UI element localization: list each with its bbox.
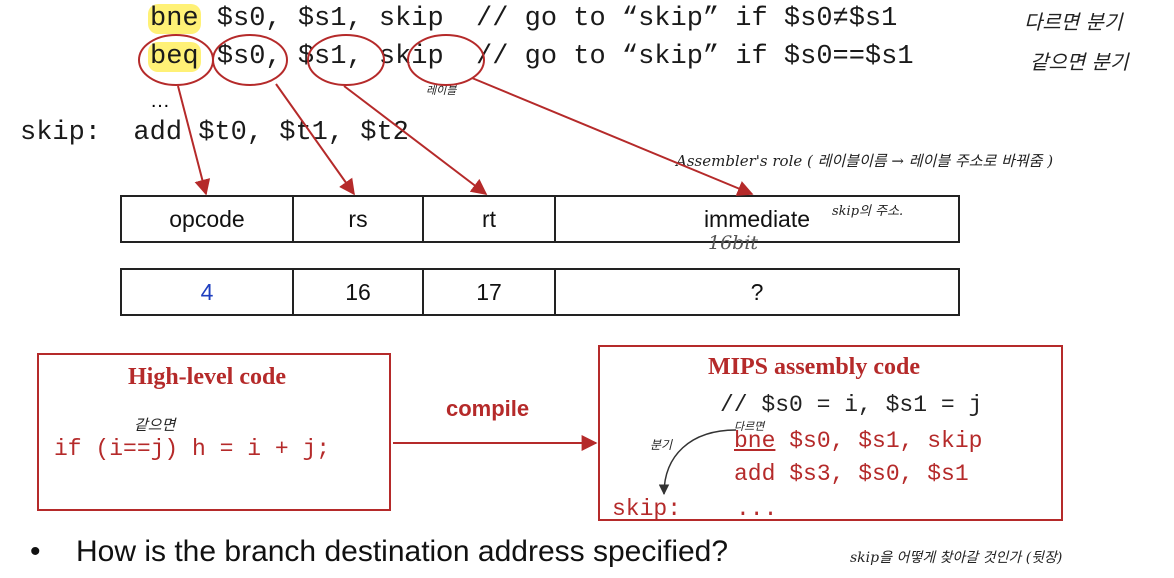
beq-opcode: beq bbox=[148, 42, 201, 72]
value-opcode: 4 bbox=[122, 270, 294, 314]
beq-arg-rs: $s0 bbox=[216, 42, 266, 72]
field-rs: rs bbox=[294, 197, 424, 241]
bne-opcode: bne bbox=[148, 4, 201, 34]
high-level-handwritten-note: 같으면 bbox=[134, 416, 176, 434]
mips-bne-args: $s0, $s1, skip bbox=[775, 428, 983, 454]
high-level-title: High-level code bbox=[128, 364, 286, 390]
add-arg-1: $t0, bbox=[198, 118, 264, 148]
add-opcode: add bbox=[133, 118, 183, 148]
mips-dots: ... bbox=[736, 496, 778, 522]
instruction-fields-header: opcode rs rt immediate bbox=[120, 195, 960, 243]
assembler-role-note: Assembler's role ( 레이블이름 → 레이블 주소로 바꿔줌 ) bbox=[676, 152, 1054, 170]
field-opcode: opcode bbox=[122, 197, 294, 241]
mips-skip-label: skip: bbox=[612, 496, 682, 522]
beq-arg-label: skip bbox=[378, 42, 444, 72]
value-rt: 17 bbox=[424, 270, 556, 314]
bullet-handwritten-note: skip을 어떻게 찾아갈 것인가 (뒷장) bbox=[850, 550, 1063, 566]
skip-label: skip: bbox=[20, 118, 102, 148]
mips-line-add: add $s3, $s0, $s1 bbox=[734, 461, 969, 487]
immediate-handwritten-note: skip의 주소. bbox=[832, 204, 904, 219]
beq-comment: // go to “skip” if $s0==$s1 bbox=[443, 42, 914, 72]
mips-bne-opcode: bne bbox=[734, 428, 776, 454]
code-line-bne: bne $s0, $s1, skip // go to “skip” if $s… bbox=[148, 4, 897, 34]
mips-line-bne: bne $s0, $s1, skip bbox=[734, 428, 982, 454]
bullet-marker: • bbox=[30, 535, 41, 568]
code-line-beq: beq $s0, $s1, skip // go to “skip” if $s… bbox=[148, 42, 914, 72]
add-arg-2: $t1, bbox=[279, 118, 345, 148]
instruction-fields-values: 4 16 17 ? bbox=[120, 268, 960, 316]
bne-args: $s0, $s1, skip bbox=[200, 4, 444, 34]
mips-comment: // $s0 = i, $s1 = j bbox=[720, 392, 983, 418]
bne-comment: // go to “skip” if $s0≠$s1 bbox=[443, 4, 898, 34]
beq-handwritten-note: 같으면 분기 bbox=[1030, 50, 1129, 74]
compile-label: compile bbox=[446, 396, 530, 421]
beq-arg-rt: $s1 bbox=[297, 42, 347, 72]
mips-diff-note: 다르면 bbox=[734, 420, 765, 433]
add-arg-3: $t2 bbox=[360, 118, 409, 148]
value-rs: 16 bbox=[294, 270, 424, 314]
value-immediate: ? bbox=[750, 278, 764, 305]
bne-handwritten-note: 다르면 분기 bbox=[1024, 10, 1123, 34]
mips-title: MIPS assembly code bbox=[708, 354, 920, 380]
field-immediate: immediate bbox=[703, 205, 811, 232]
high-level-code: if (i==j) h = i + j; bbox=[54, 436, 331, 462]
field-rt: rt bbox=[424, 197, 556, 241]
label-handwritten-note: 레이블 bbox=[426, 84, 457, 97]
bullet-question: How is the branch destination address sp… bbox=[76, 535, 729, 568]
code-ellipsis: … bbox=[150, 90, 170, 112]
bits-handwritten-note: 16bit bbox=[708, 232, 759, 254]
code-line-skip: skip: add $t0, $t1, $t2 bbox=[20, 118, 409, 148]
mips-branch-note: 분기 bbox=[650, 438, 673, 452]
high-level-code-box bbox=[37, 353, 391, 511]
arrow-to-immediate bbox=[471, 77, 754, 196]
